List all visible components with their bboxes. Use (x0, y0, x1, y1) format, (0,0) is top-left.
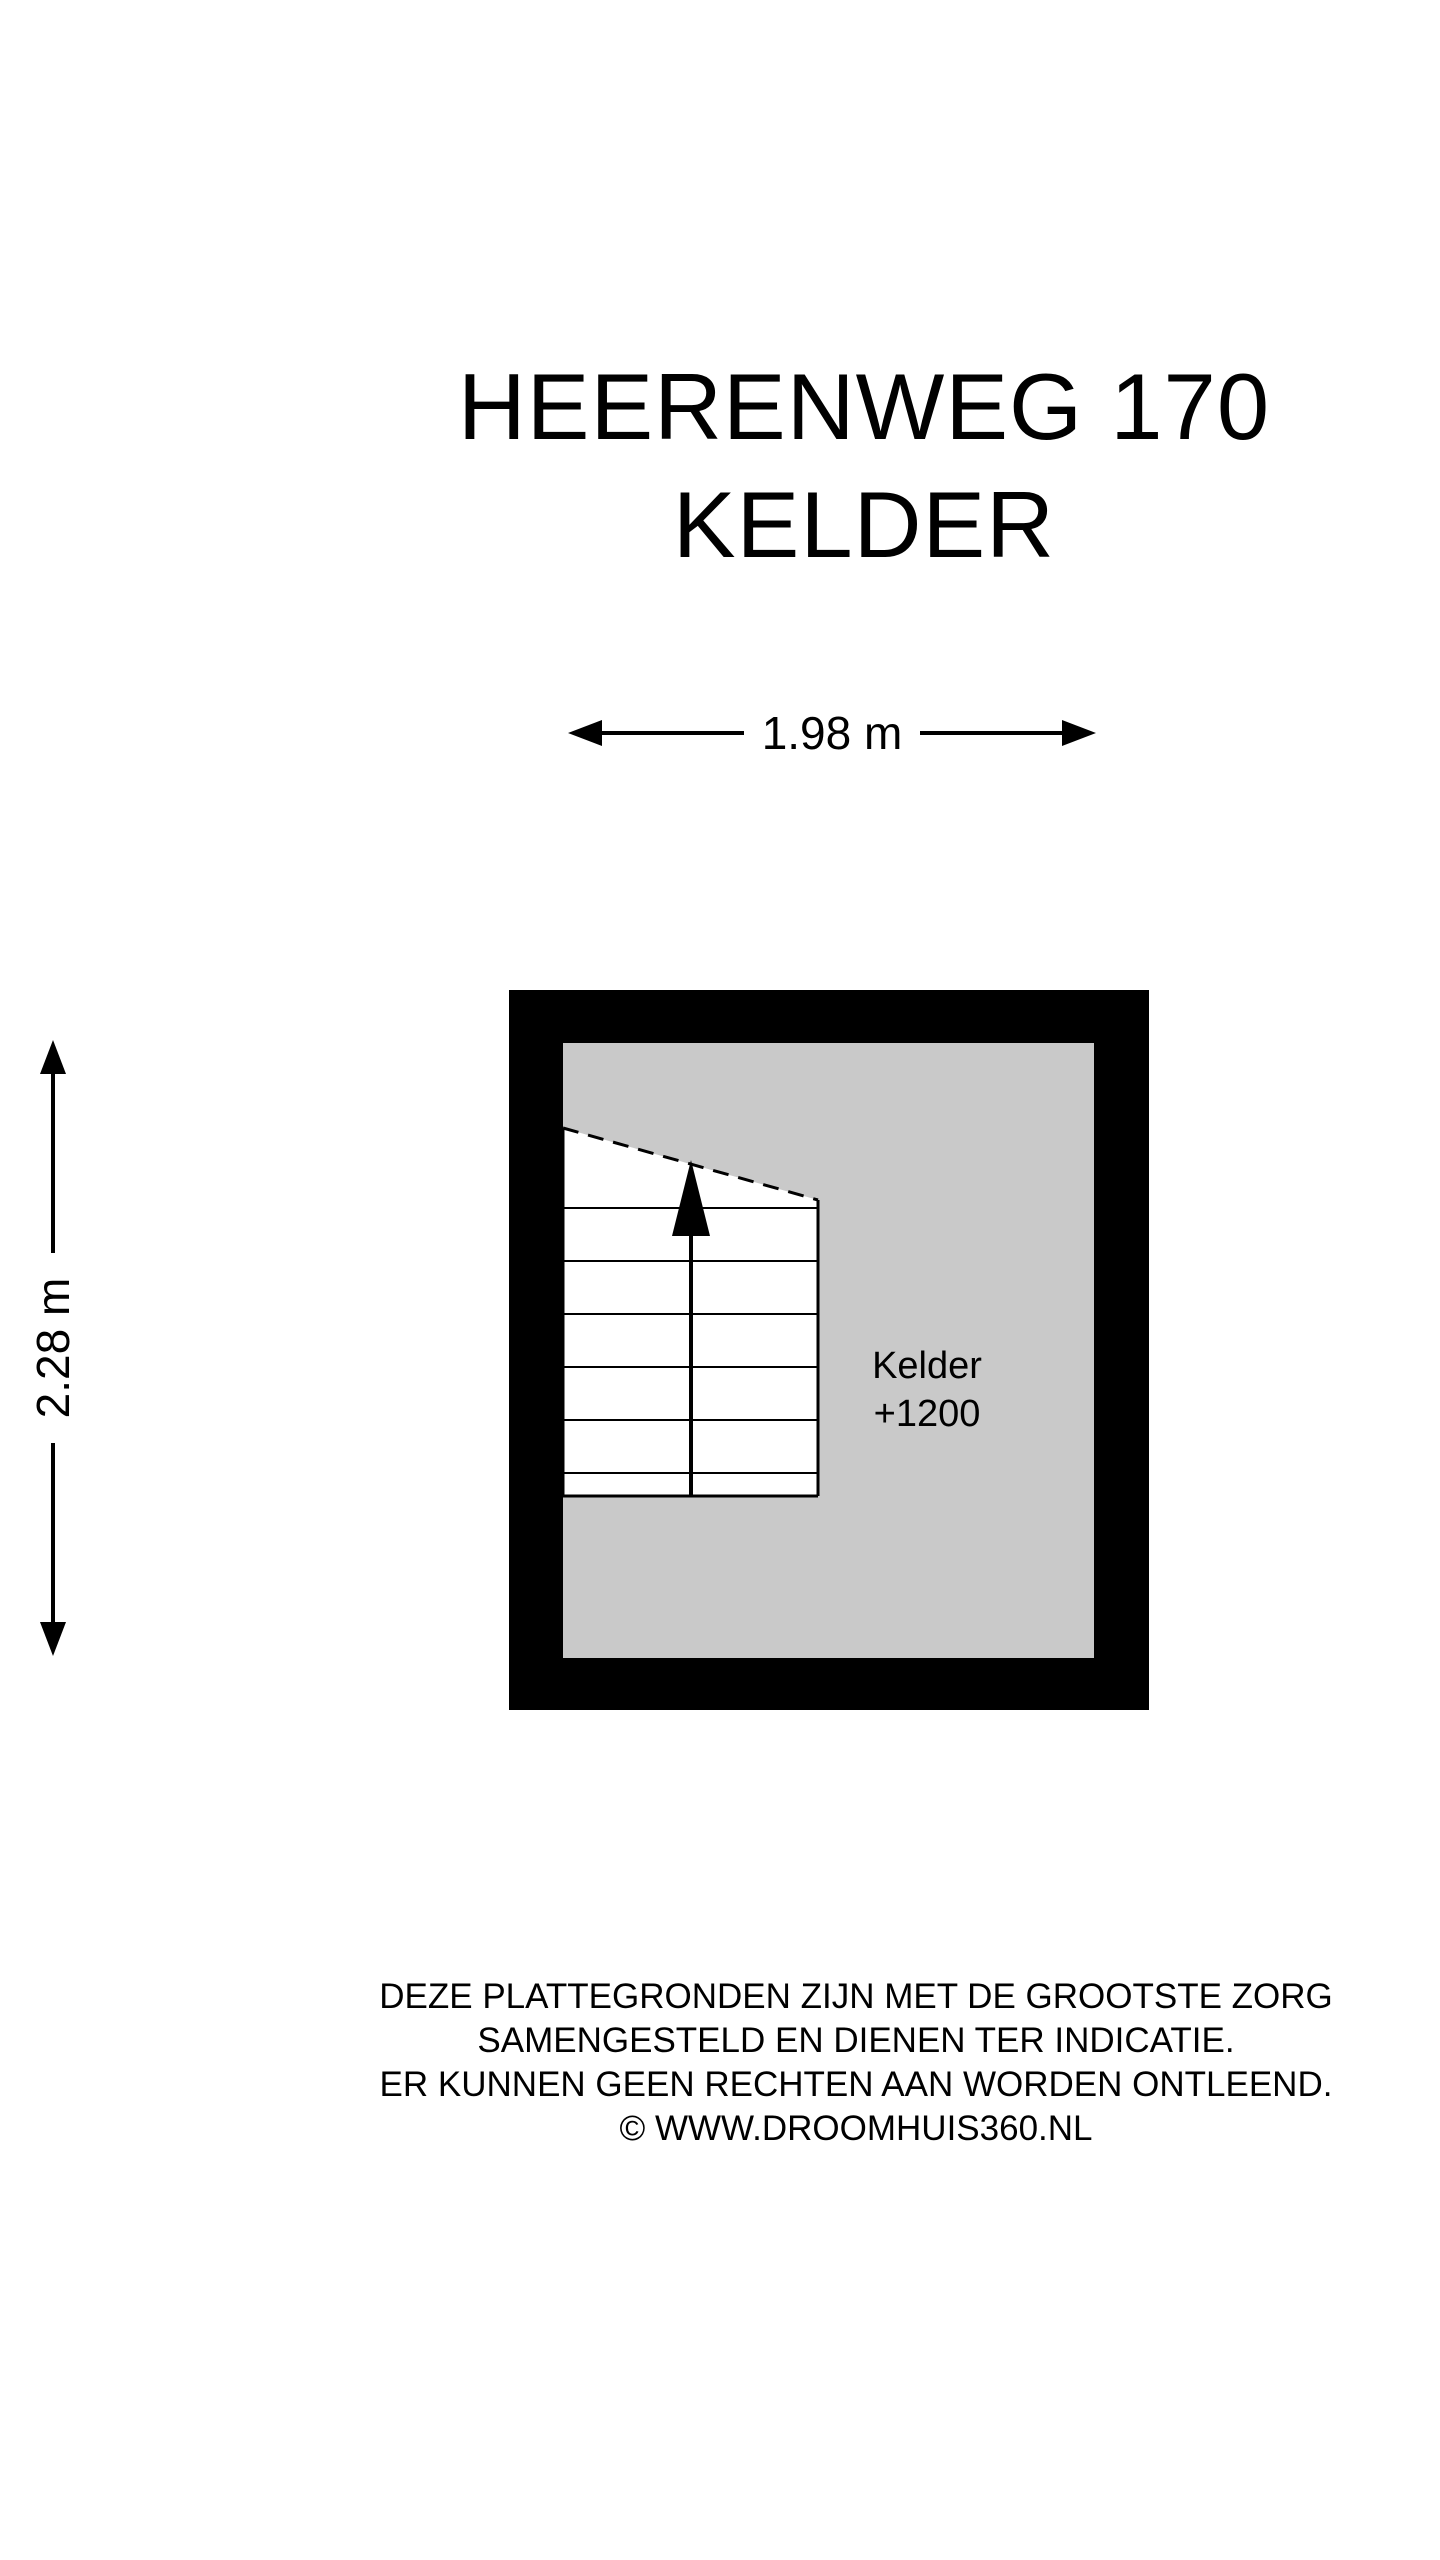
stair-direction-arrow-icon (672, 1160, 710, 1236)
arrow-down-icon (40, 1622, 66, 1656)
disclaimer: DEZE PLATTEGRONDEN ZIJN MET DE GROOTSTE … (272, 1975, 1440, 2151)
width-dimension-label: 1.98 m (761, 707, 903, 759)
room-name: Kelder (872, 1345, 982, 1387)
title-line-floor: KELDER (672, 472, 1056, 577)
disclaimer-line-3: ER KUNNEN GEEN RECHTEN AAN WORDEN ONTLEE… (379, 2065, 1333, 2104)
page-title: HEERENWEG 170 KELDER (384, 348, 1344, 584)
width-dimension: 1.98 m (568, 707, 1097, 759)
arrow-left-icon (568, 720, 602, 746)
arrow-right-icon (1062, 720, 1097, 746)
room-label: Kelder +1200 (817, 1342, 1037, 1438)
dimension-line-left (602, 731, 744, 735)
disclaimer-line-1: DEZE PLATTEGRONDEN ZIJN MET DE GROOTSTE … (379, 1977, 1333, 2016)
room-level: +1200 (873, 1393, 981, 1435)
copyright-line: © WWW.DROOMHUIS360.NL (619, 2109, 1093, 2148)
arrow-up-icon (40, 1040, 66, 1074)
staircase (561, 1126, 820, 1498)
dimension-line-top (51, 1074, 55, 1253)
disclaimer-line-2: SAMENGESTELD EN DIENEN TER INDICATIE. (477, 2021, 1235, 2060)
floor-plan: Kelder +1200 (509, 990, 1149, 1710)
height-dimension-label: 2.28 m (27, 1277, 79, 1419)
dimension-line-bottom (51, 1443, 55, 1622)
height-dimension-label-wrap: 2.28 m (27, 1253, 79, 1443)
height-dimension: 2.28 m (27, 1040, 79, 1656)
dimension-line-right (920, 731, 1063, 735)
title-line-address: HEERENWEG 170 (457, 354, 1271, 459)
